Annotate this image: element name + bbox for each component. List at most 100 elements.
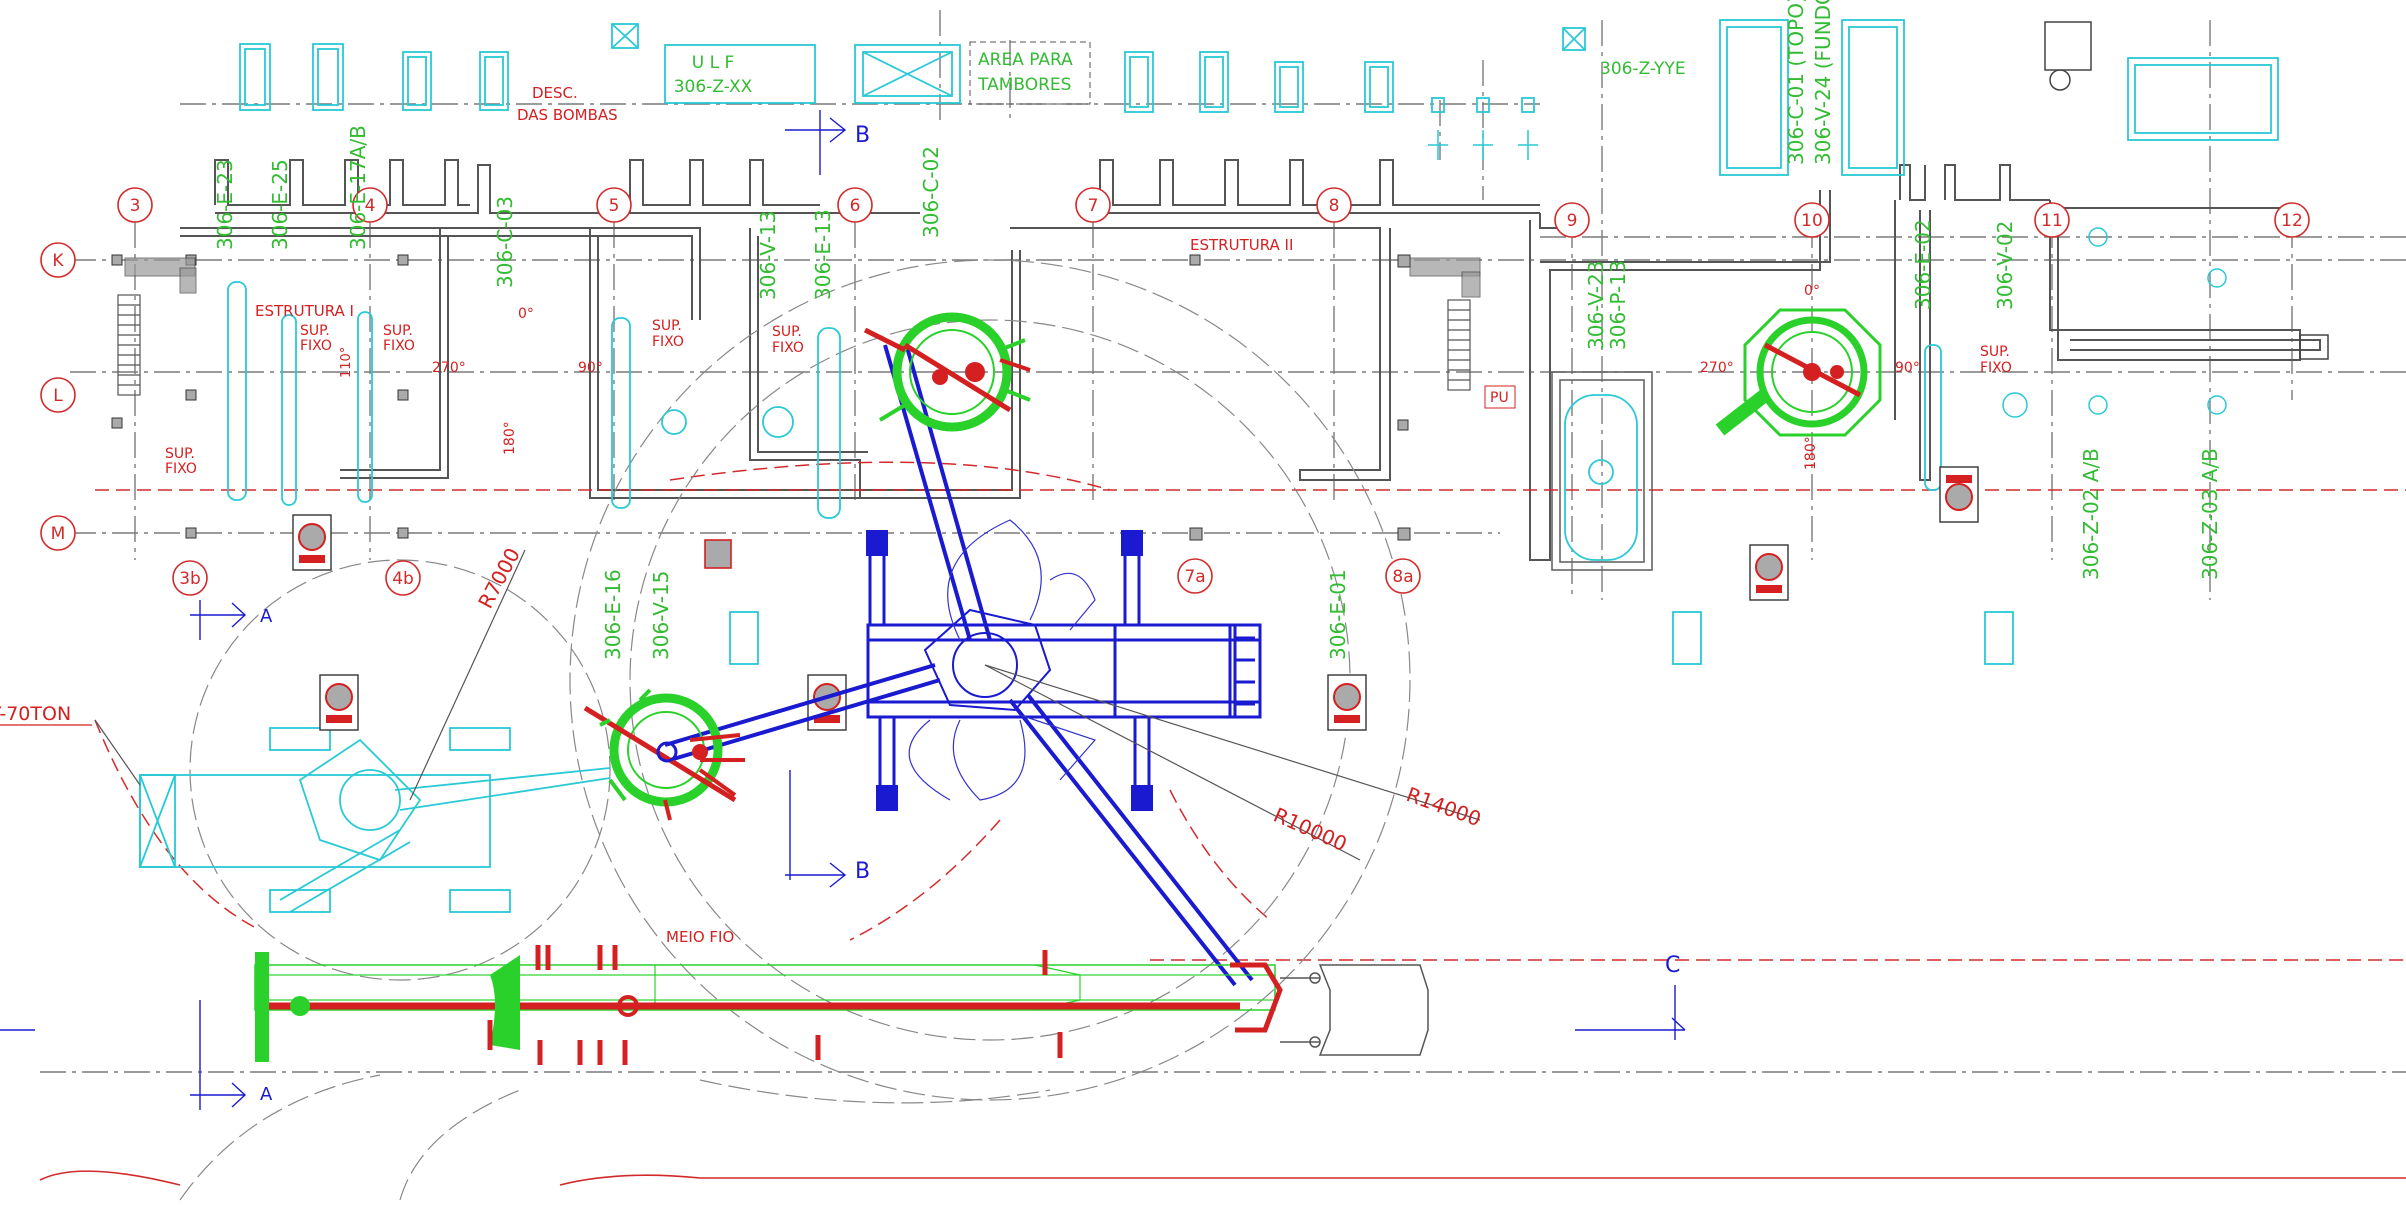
das-bombas-label: DAS BOMBAS xyxy=(517,106,618,124)
tag-306-V-13: 306-V-13 xyxy=(756,211,780,300)
angle-0-c03: 0° xyxy=(518,306,534,322)
grid-label-4b: 4b xyxy=(392,569,414,589)
grid-bubble-4b xyxy=(385,560,421,596)
wall-outline xyxy=(180,159,2321,561)
section-a-bottom: A xyxy=(260,1084,273,1105)
tag-306-V-15: 306-V-15 xyxy=(649,571,673,660)
section-b-top: B xyxy=(855,123,870,148)
grid-bubble-L xyxy=(40,377,76,413)
sup-label: SUP. xyxy=(652,318,682,334)
grid-lines xyxy=(40,10,2406,1073)
horizontal-column-laydown xyxy=(254,945,1283,1065)
sup-label: SUP. xyxy=(300,323,330,339)
fixo-label: FIXO xyxy=(165,461,197,477)
grid-bubble-5 xyxy=(596,187,632,223)
grid-label-12: 12 xyxy=(2281,211,2303,231)
sup-label: SUP. xyxy=(772,324,802,340)
crane-radius-arcs xyxy=(179,259,1411,1201)
crane-hook-block xyxy=(1280,964,1429,1056)
grid-bubble-7a xyxy=(1177,558,1213,594)
grid-label-7: 7 xyxy=(1088,196,1099,216)
angle-0: 0° xyxy=(1804,283,1820,299)
grid-bubble-11 xyxy=(2034,202,2070,238)
diagram-labels: U L F 306-Z-XX AREA PARA TAMBORES DESC. … xyxy=(0,41,2012,1105)
grid-label-8a: 8a xyxy=(1392,567,1413,587)
crane-capacity-label: Y-70TON xyxy=(0,703,71,725)
section-b-bottom: B xyxy=(855,859,870,884)
pump-pad xyxy=(1939,466,1979,523)
radius-leaders xyxy=(94,549,1481,861)
tag-306-E-25: 306-E-25 xyxy=(268,159,292,250)
tag-306-V-02: 306-V-02 xyxy=(1993,221,2017,310)
cyan-tiny-symbols xyxy=(1428,130,2227,418)
grid-bubble-9 xyxy=(1554,202,1590,238)
radius-7000-label: R7000 xyxy=(473,544,525,612)
grid-bubble-8a xyxy=(1385,558,1421,594)
grid-label-4: 4 xyxy=(365,196,376,216)
tag-306-V-24: 306-V-24 (FUNDO) xyxy=(1811,0,1835,165)
grid-bubble-6 xyxy=(837,187,873,223)
sup-label: SUP. xyxy=(165,446,195,462)
estrutura-1-label: ESTRUTURA I xyxy=(255,302,354,320)
grid-bubble-7 xyxy=(1075,187,1111,223)
pump-pad xyxy=(1327,674,1367,731)
misc-gray-symbols xyxy=(2044,21,2329,360)
grid-label-9: 9 xyxy=(1567,211,1578,231)
ulf-title: U L F xyxy=(692,53,735,73)
area-label: AREA PARA xyxy=(978,50,1073,70)
red-boundary-lines xyxy=(94,461,2406,961)
tag-306-E-02: 306-E-02 xyxy=(1911,219,1935,310)
fixo-label: FIXO xyxy=(383,338,415,354)
tag-306-Z-02: 306-Z-02 A/B xyxy=(2079,448,2103,580)
grid-label-5: 5 xyxy=(609,196,620,216)
pump-pad xyxy=(292,514,332,571)
radius-10000-label: R10000 xyxy=(1270,803,1351,856)
grid-bubble-10 xyxy=(1794,202,1830,238)
grid-bubble-M xyxy=(40,515,76,551)
grid-label-L: L xyxy=(53,386,63,406)
red-curb-line xyxy=(39,1170,2406,1186)
grid-bubble-K xyxy=(40,242,76,278)
pu-label: PU xyxy=(1490,390,1509,406)
tag-306-E-01: 306-E-01 xyxy=(1326,569,1350,660)
grid-bubble-12 xyxy=(2274,202,2310,238)
main-crawler-crane xyxy=(664,339,1262,987)
cyan-equipment xyxy=(139,19,2279,913)
grid-label-M: M xyxy=(51,524,66,544)
angle-180: 180° xyxy=(1803,436,1819,470)
angle-180-c03: 180° xyxy=(502,421,518,455)
grid-label-3: 3 xyxy=(130,196,141,216)
fixo-label: FIXO xyxy=(300,338,332,354)
grid-bubble-8 xyxy=(1316,187,1352,223)
tag-306-E-13: 306-E-13 xyxy=(811,209,835,300)
angle-270-c03: 270° xyxy=(432,360,466,376)
tag-306-C-03: 306-C-03 xyxy=(493,196,517,288)
grid-bubbles xyxy=(40,187,2310,596)
grid-bubble-3 xyxy=(117,187,153,223)
pump-pad xyxy=(1749,544,1789,601)
tag-306-C-01: 306-C-01 (TOPO) xyxy=(1784,0,1808,165)
structure-columns xyxy=(111,254,1411,541)
sup-label: SUP. xyxy=(1980,344,2010,360)
desc-label: DESC. xyxy=(532,84,578,102)
hatch-landings xyxy=(124,257,1481,298)
equipment-tags: 306-E-23 306-E-25 306-E-17A/B 306-C-03 3… xyxy=(213,0,2222,660)
fixo-label: FIXO xyxy=(1980,360,2012,376)
tag-306-V-23: 306-V-23 xyxy=(1584,261,1608,350)
crane-outriggers xyxy=(866,530,1153,811)
tambores-label: TAMBORES xyxy=(977,75,1071,95)
trench-bay xyxy=(1551,371,1653,571)
tag-306-Z-03: 306-Z-03 A/B xyxy=(2198,448,2222,580)
grid-label-K: K xyxy=(52,251,64,271)
tag-306-E-17A-B: 306-E-17A/B xyxy=(346,125,370,250)
grid-label-6: 6 xyxy=(850,196,861,216)
radius-14000-label: R14000 xyxy=(1403,782,1484,831)
tag-306-P-13: 306-P-13 xyxy=(1606,260,1630,350)
section-a-top: A xyxy=(260,606,273,627)
grid-bubble-3b xyxy=(172,560,208,596)
grid-label-7a: 7a xyxy=(1184,567,1205,587)
grid-bubble-labels: 3 4 5 6 7 8 9 10 11 12 3b 4b 7a 8a K L M xyxy=(51,196,2303,589)
grid-bubble-4 xyxy=(352,187,388,223)
angle-90: 90° xyxy=(1895,360,1920,376)
